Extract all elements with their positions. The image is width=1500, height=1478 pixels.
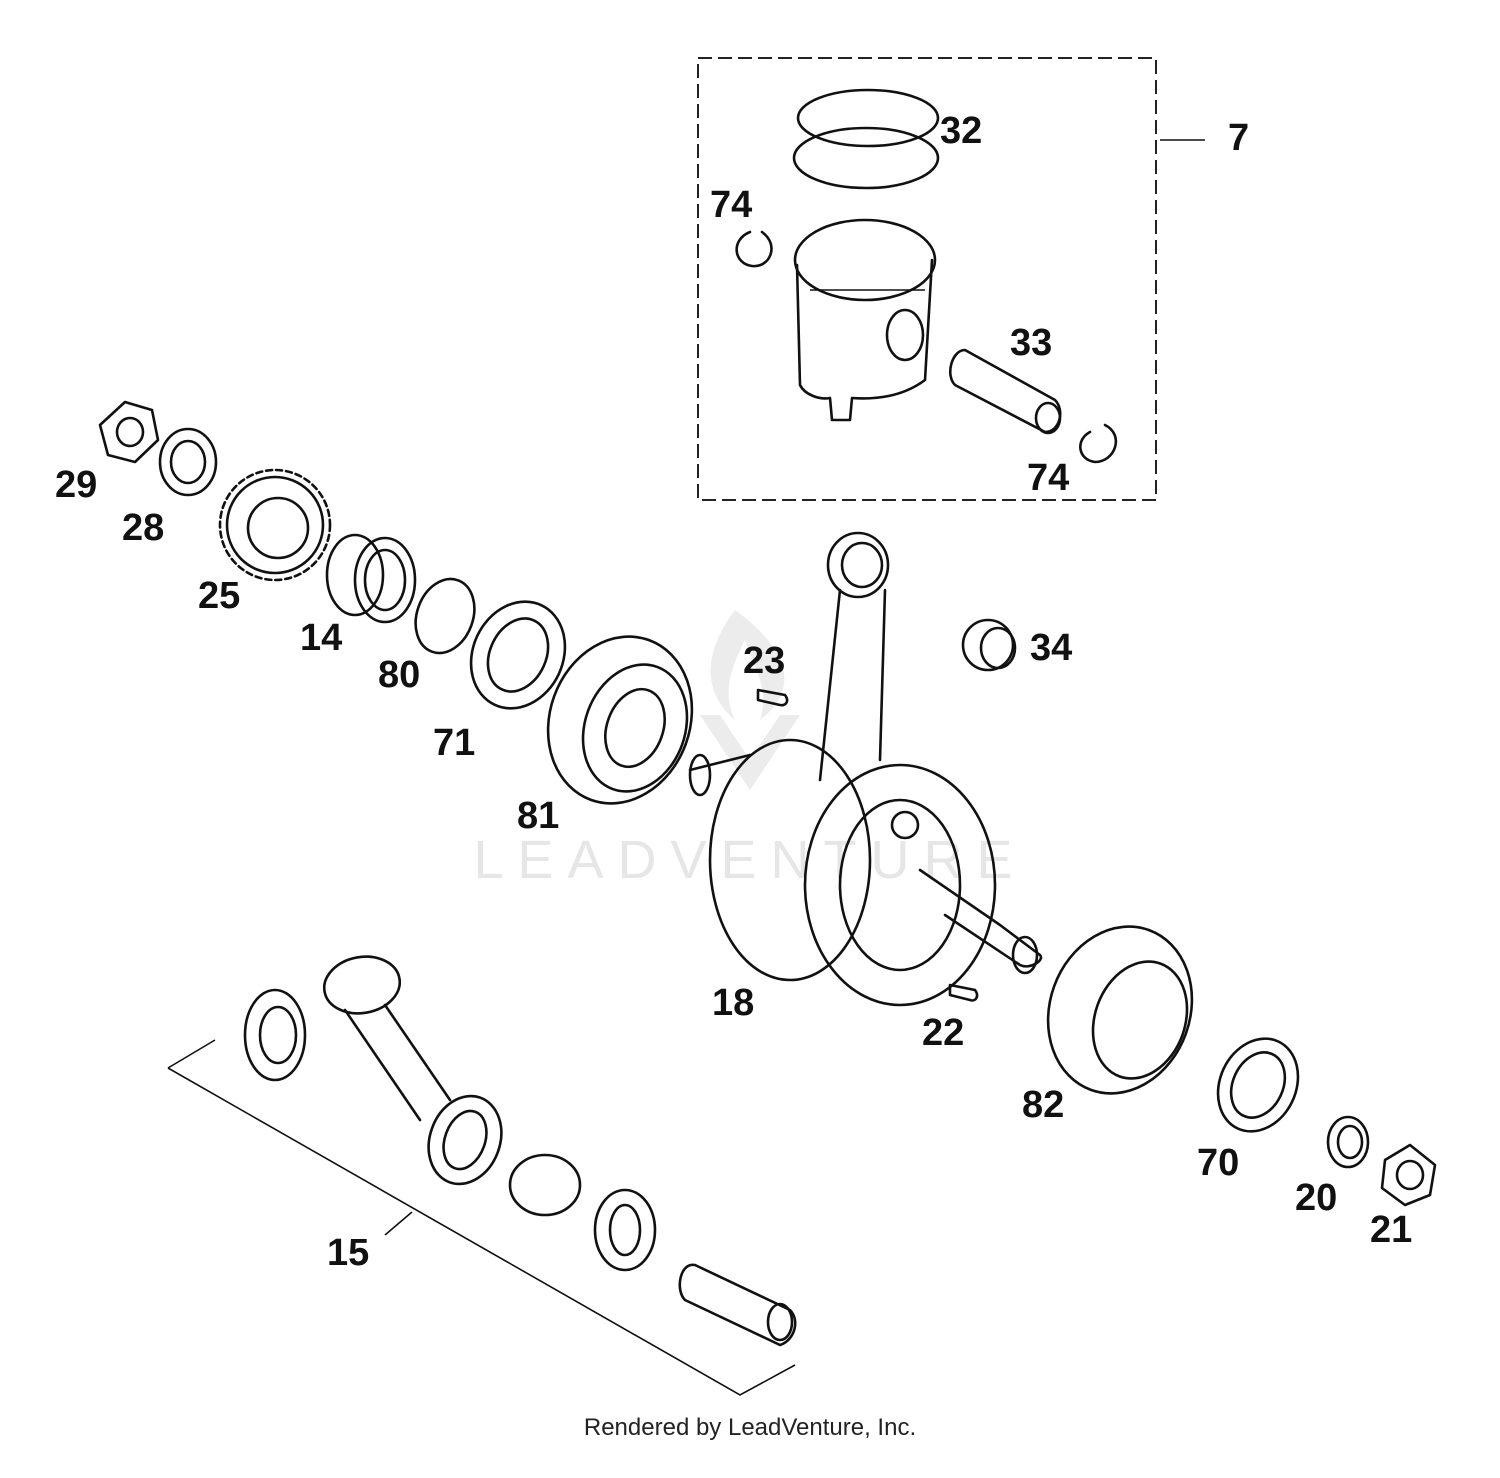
leadventure-watermark: LEADVENTURE — [473, 610, 1026, 890]
primary-gear — [218, 468, 332, 582]
shaft-seal-left — [469, 600, 567, 710]
needle-bearing-top — [961, 618, 1017, 672]
callout-14: 14 — [300, 617, 342, 659]
piston-rings — [792, 88, 940, 190]
callout-22: 22 — [922, 1012, 964, 1054]
circlip-bottom — [1079, 423, 1118, 464]
callout-21: 21 — [1370, 1209, 1412, 1251]
washer-right — [1326, 1115, 1370, 1169]
crankshaft-assembly — [688, 531, 1043, 1007]
callout-23: 23 — [743, 640, 785, 682]
shaft-seal-right — [1216, 1037, 1300, 1133]
washer-left — [158, 427, 218, 497]
callout-34: 34 — [1030, 627, 1072, 669]
callout-33: 33 — [1010, 322, 1052, 364]
woodruff-key-bottom — [948, 983, 979, 1002]
hex-nut-left — [98, 400, 160, 464]
callout-labels: 7 32 74 33 74 29 28 25 14 80 71 81 23 34… — [55, 110, 1412, 1274]
callout-28: 28 — [122, 507, 164, 549]
hex-nut-right — [1380, 1143, 1437, 1207]
callout-25: 25 — [198, 575, 240, 617]
piston-pin — [949, 348, 1062, 435]
ball-bearing-left — [546, 635, 694, 805]
callout-74-bottom: 74 — [1027, 457, 1069, 499]
callout-81: 81 — [517, 795, 559, 837]
callout-74-top: 74 — [710, 184, 752, 226]
callout-70: 70 — [1197, 1142, 1239, 1184]
callout-7: 7 — [1228, 117, 1249, 159]
watermark-text: LEADVENTURE — [473, 830, 1026, 890]
callout-29: 29 — [55, 464, 97, 506]
roller-bearing-right — [1046, 925, 1194, 1095]
callout-32: 32 — [940, 110, 982, 152]
callout-20: 20 — [1295, 1177, 1337, 1219]
piston-kit-frame — [697, 57, 1205, 501]
bushing — [325, 533, 417, 624]
callout-15: 15 — [327, 1232, 369, 1274]
o-ring — [414, 577, 476, 655]
callout-82: 82 — [1022, 1084, 1064, 1126]
connecting-rod-kit — [167, 955, 797, 1396]
callout-71: 71 — [433, 722, 475, 764]
woodruff-key-top — [756, 688, 789, 707]
callout-18: 18 — [712, 982, 754, 1024]
circlip-top — [735, 230, 773, 268]
footer-credit: Rendered by LeadVenture, Inc. — [583, 1414, 917, 1441]
piston — [793, 218, 937, 422]
callout-80: 80 — [378, 654, 420, 696]
